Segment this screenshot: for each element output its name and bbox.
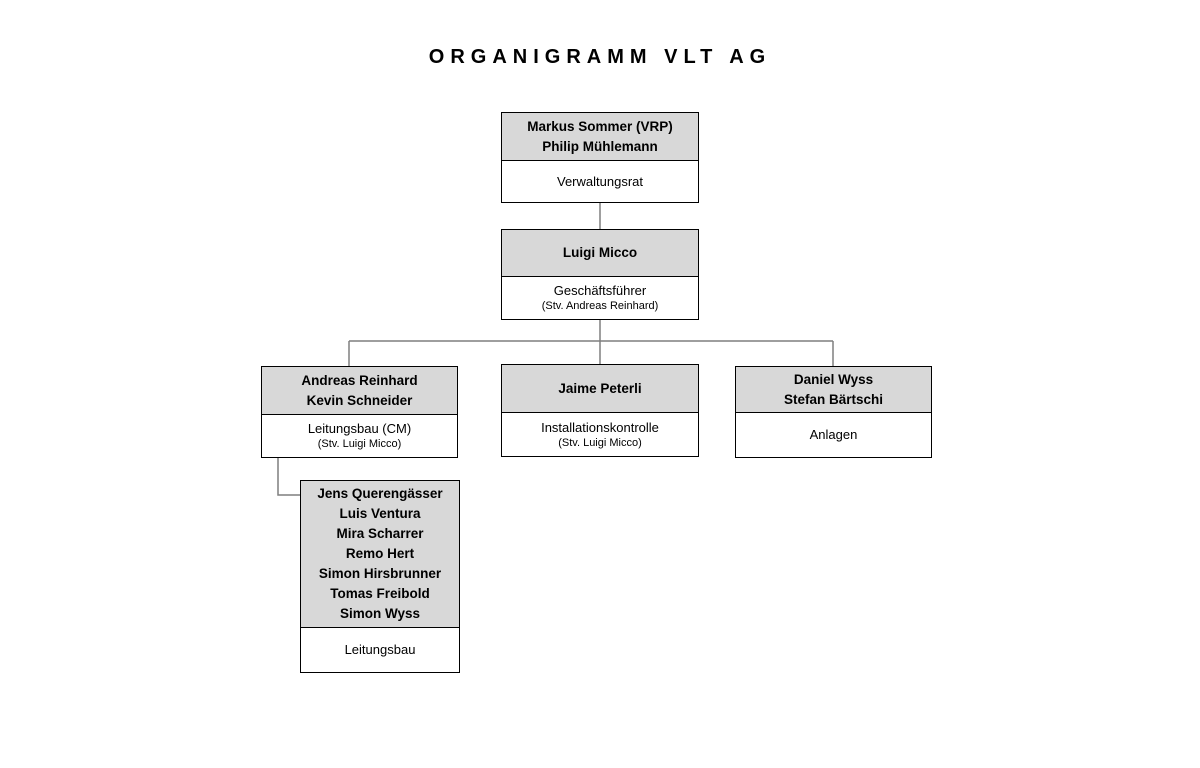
box-header: Markus Sommer (VRP) Philip Mühlemann (502, 113, 698, 161)
box-body: Leitungsbau (CM) (Stv. Luigi Micco) (262, 415, 457, 457)
box-body: Verwaltungsrat (502, 161, 698, 202)
deputy-label: (Stv. Luigi Micco) (558, 436, 642, 449)
box-body: Leitungsbau (301, 628, 459, 672)
person-name: Simon Wyss (339, 606, 421, 621)
org-box-verwaltungsrat: Markus Sommer (VRP) Philip Mühlemann Ver… (501, 112, 699, 203)
box-header: Luigi Micco (502, 230, 698, 277)
deputy-label: (Stv. Luigi Micco) (317, 438, 402, 450)
person-name: Luigi Micco (562, 245, 638, 260)
org-box-leitungsbau-cm: Andreas Reinhard Kevin Schneider Leitung… (261, 366, 458, 458)
org-box-anlagen: Daniel Wyss Stefan Bärtschi Anlagen (735, 366, 932, 458)
person-name: Simon Hirsbrunner (318, 566, 442, 581)
box-header: Jaime Peterli (502, 365, 698, 413)
box-header: Andreas Reinhard Kevin Schneider (262, 367, 457, 415)
person-name: Remo Hert (345, 546, 415, 561)
role-label: Leitungsbau (CM) (307, 421, 412, 436)
box-body: Anlagen (736, 413, 931, 457)
person-name: Jens Querengässer (317, 486, 443, 501)
box-body: Geschäftsführer (Stv. Andreas Reinhard) (502, 277, 698, 319)
person-name: Stefan Bärtschi (783, 391, 884, 407)
box-body: Installationskontrolle (Stv. Luigi Micco… (502, 413, 698, 456)
role-label: Geschäftsführer (553, 283, 647, 298)
person-name: Jaime Peterli (558, 380, 642, 396)
chart-title: ORGANIGRAMM VLT AG (428, 46, 772, 68)
person-name: Daniel Wyss (793, 371, 874, 387)
person-name: Luis Ventura (339, 506, 421, 521)
person-name: Markus Sommer (VRP) (527, 118, 673, 134)
org-box-geschaeftsfuehrer: Luigi Micco Geschäftsführer (Stv. Andrea… (501, 229, 699, 320)
org-box-leitungsbau-team: Jens Querengässer Luis Ventura Mira Scha… (300, 480, 460, 673)
role-label: Leitungsbau (344, 642, 416, 657)
person-name: Philip Mühlemann (542, 138, 658, 154)
person-name: Andreas Reinhard (301, 372, 418, 388)
box-header: Daniel Wyss Stefan Bärtschi (736, 367, 931, 413)
role-label: Installationskontrolle (541, 419, 659, 435)
deputy-label: (Stv. Andreas Reinhard) (541, 300, 659, 312)
person-name: Kevin Schneider (306, 392, 413, 408)
org-box-installationskontrolle: Jaime Peterli Installationskontrolle (St… (501, 364, 699, 457)
role-label: Verwaltungsrat (557, 173, 643, 189)
person-name: Tomas Freibold (330, 586, 430, 601)
connector-cm-to-team (277, 458, 300, 496)
person-name: Mira Scharrer (336, 526, 424, 541)
box-header: Jens Querengässer Luis Ventura Mira Scha… (301, 481, 459, 628)
role-label: Anlagen (809, 427, 858, 442)
